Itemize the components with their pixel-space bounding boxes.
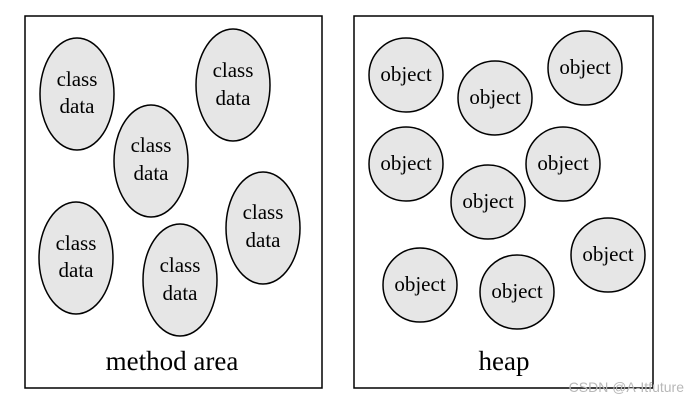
object-label: object <box>462 189 513 213</box>
class-data-node: class data <box>195 28 271 142</box>
heap-panel: object object object object object objec… <box>353 15 654 389</box>
class-data-line1: class <box>243 200 284 224</box>
object-node: object <box>479 254 555 330</box>
class-data-line1: class <box>56 231 97 255</box>
watermark: CSDN @A-Itfuture <box>568 379 684 395</box>
object-node: object <box>382 247 458 323</box>
class-data-node: class data <box>113 104 189 218</box>
class-data-node: class data <box>225 171 301 285</box>
object-label: object <box>380 151 431 175</box>
object-node: object <box>450 164 526 240</box>
class-data-line1: class <box>57 67 98 91</box>
object-label: object <box>380 62 431 86</box>
class-data-line2: data <box>59 258 95 282</box>
class-data-line2: data <box>163 281 199 305</box>
class-data-node: class data <box>39 37 115 151</box>
object-label: object <box>394 272 445 296</box>
class-data-node: class data <box>38 201 114 315</box>
object-label: object <box>469 85 520 109</box>
class-data-line2: data <box>134 161 170 185</box>
class-data-line1: class <box>213 58 254 82</box>
class-data-line1: class <box>131 133 172 157</box>
object-node: object <box>547 30 623 106</box>
method-area-panel: class data class data class data class d… <box>24 15 323 389</box>
object-label: object <box>491 279 542 303</box>
class-data-node: class data <box>142 223 218 337</box>
class-data-line2: data <box>60 94 96 118</box>
object-label: object <box>582 242 633 266</box>
class-data-line2: data <box>246 228 282 252</box>
object-node: object <box>368 126 444 202</box>
object-label: object <box>537 151 588 175</box>
object-node: object <box>368 37 444 113</box>
object-node: object <box>525 126 601 202</box>
class-data-line2: data <box>216 86 252 110</box>
object-node: object <box>457 60 533 136</box>
object-node: object <box>570 217 646 293</box>
object-label: object <box>559 55 610 79</box>
heap-label: heap <box>479 346 530 376</box>
class-data-line1: class <box>160 253 201 277</box>
method-area-label: method area <box>106 346 239 376</box>
